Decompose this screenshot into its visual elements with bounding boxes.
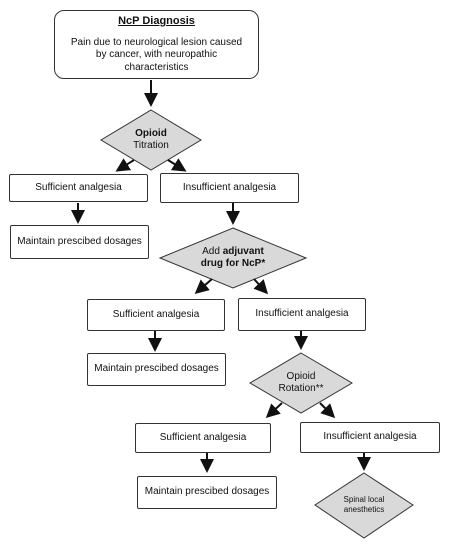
decision3-line2: Rotation** bbox=[278, 383, 324, 394]
level1-sufficient-label: Sufficient analgesia bbox=[35, 181, 122, 193]
decision2-line1: Add adjuvant bbox=[202, 246, 264, 259]
level1-maintain-label: Maintain prescibed dosages bbox=[17, 235, 142, 247]
decision2-label: Add adjuvant drug for NcP* bbox=[176, 240, 290, 276]
arrow-rotation-to-insufficient3 bbox=[319, 402, 336, 419]
diagnosis-text: Pain due to neurological lesion caused b… bbox=[70, 36, 243, 73]
level1-maintain-box: Maintain prescibed dosages bbox=[10, 225, 149, 259]
decision-diamond-opioid-titration bbox=[100, 109, 202, 171]
level3-maintain-box: Maintain prescibed dosages bbox=[137, 476, 277, 509]
arrow-adjuvant-to-sufficient2 bbox=[194, 278, 213, 294]
decision3-label: Opioid Rotation** bbox=[262, 365, 340, 401]
final-label: Spinal local anesthetics bbox=[330, 490, 398, 520]
decision1-line2: Titration bbox=[133, 140, 169, 151]
level3-maintain-label: Maintain prescibed dosages bbox=[144, 486, 270, 498]
decision-diamond-opioid-rotation bbox=[249, 352, 353, 414]
arrow-rotation-to-sufficient3 bbox=[265, 402, 283, 419]
level3-insufficient-box: Insufficient analgesia bbox=[300, 422, 440, 453]
level1-insufficient-box: Insufficient analgesia bbox=[160, 173, 299, 203]
diagnosis-title: NcP Diagnosis bbox=[118, 14, 195, 27]
decision2-line2: drug for NcP* bbox=[200, 258, 266, 269]
level1-insufficient-label: Insufficient analgesia bbox=[182, 181, 277, 193]
decision2-bold1: adjuvant bbox=[222, 245, 264, 257]
level2-maintain-label: Maintain prescibed dosages bbox=[94, 363, 219, 375]
decision-diamond-adjuvant bbox=[158, 227, 308, 289]
decision2-pre: Add bbox=[202, 245, 223, 257]
level3-sufficient-box: Sufficient analgesia bbox=[135, 423, 271, 453]
diagnosis-box: NcP Diagnosis Pain due to neurological l… bbox=[54, 10, 259, 79]
level2-insufficient-label: Insufficient analgesia bbox=[255, 308, 349, 320]
decision1-line1: Opioid bbox=[135, 127, 167, 139]
final-diamond-spinal bbox=[314, 472, 414, 539]
level3-sufficient-label: Sufficient analgesia bbox=[159, 431, 247, 443]
decision1-label: Opioid Titration bbox=[106, 122, 196, 158]
arrow-adjuvant-to-insufficient2 bbox=[253, 278, 269, 295]
decision3-line1: Opioid bbox=[286, 370, 316, 382]
level2-maintain-box: Maintain prescibed dosages bbox=[87, 353, 226, 386]
level3-insufficient-label: Insufficient analgesia bbox=[323, 431, 417, 443]
level2-sufficient-label: Sufficient analgesia bbox=[112, 308, 200, 320]
level1-sufficient-box: Sufficient analgesia bbox=[9, 174, 148, 202]
final-line2: anesthetics bbox=[343, 505, 385, 514]
arrow-titration-to-sufficient1 bbox=[115, 158, 135, 172]
final-line1: Spinal local bbox=[343, 495, 385, 504]
arrow-titration-to-insufficient1 bbox=[167, 158, 187, 172]
level2-sufficient-box: Sufficient analgesia bbox=[87, 299, 225, 331]
level2-insufficient-box: Insufficient analgesia bbox=[238, 298, 366, 331]
